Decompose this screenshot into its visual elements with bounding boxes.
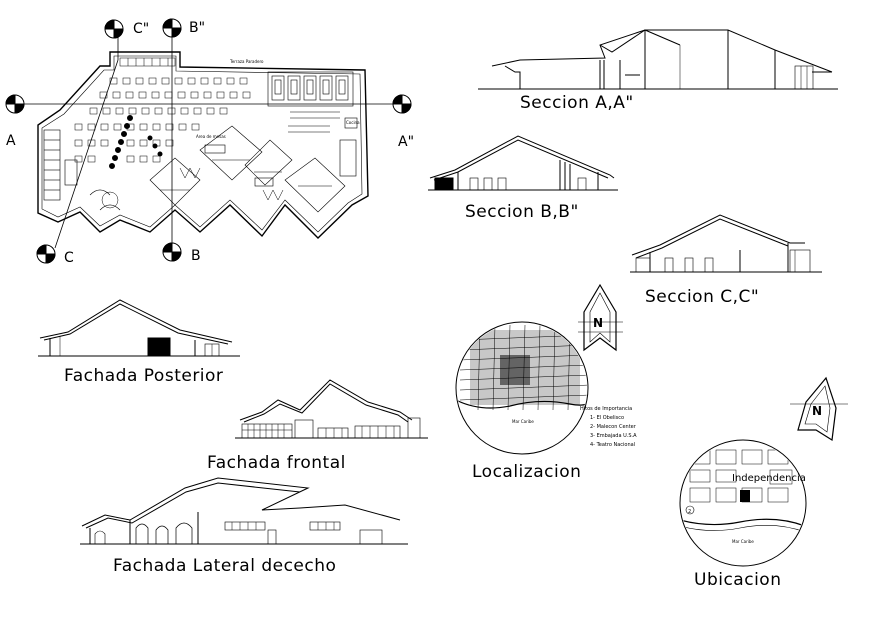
kitchen-block xyxy=(267,71,358,177)
section-marker-b-top xyxy=(162,18,182,38)
seccion-cc-drawing xyxy=(630,214,822,273)
section-mark-c-top: C" xyxy=(133,21,150,37)
legend-item-2: 2- Malecon Center xyxy=(590,424,636,430)
legend-item-1: 1- El Obelisco xyxy=(590,415,625,421)
ubicacion-marker: 2 xyxy=(688,509,691,515)
legend-item-3: 3- Embajada U.S.A xyxy=(590,433,637,439)
seccion-bb-drawing xyxy=(428,135,618,191)
floor-plan: Terraza Paradero Cocina Area de mesas xyxy=(5,18,412,264)
section-marker-a-right xyxy=(392,94,412,114)
diagonal-table-row xyxy=(109,115,163,169)
section-mark-a-right: A" xyxy=(398,134,415,150)
legend-heading: Hitos de Importancia xyxy=(580,406,633,412)
plan-label-zone: Area de mesas xyxy=(196,134,226,139)
section-line-c xyxy=(54,59,119,249)
building-outline xyxy=(37,51,369,239)
title-seccion-bb: Seccion B,B" xyxy=(465,202,579,222)
section-marker-a-left xyxy=(5,94,25,114)
fachada-posterior-drawing xyxy=(38,299,240,357)
section-mark-b-bottom: B xyxy=(191,248,201,264)
service-block xyxy=(43,129,78,201)
plan-label-terrace: Terraza Paradero xyxy=(229,59,264,64)
north-arrow-2-letter: N xyxy=(812,404,823,418)
legend-item-4: 4- Teatro Nacional xyxy=(590,442,636,448)
title-localizacion: Localizacion xyxy=(472,462,582,482)
north-arrow-2 xyxy=(790,376,848,442)
north-arrow-1 xyxy=(578,283,623,352)
fachada-frontal-drawing xyxy=(235,379,428,439)
section-marker-c-bottom xyxy=(36,244,56,264)
bottom-rooms xyxy=(89,125,346,213)
title-ubicacion: Ubicacion xyxy=(694,570,782,590)
localizacion-map: Mar Caribe xyxy=(455,321,589,455)
title-fachada-posterior: Fachada Posterior xyxy=(64,366,224,386)
title-fachada-frontal: Fachada frontal xyxy=(207,453,346,473)
section-marker-b-bottom xyxy=(162,242,182,262)
title-seccion-aa: Seccion A,A" xyxy=(520,93,634,113)
north-arrow-1-letter: N xyxy=(593,316,604,330)
seccion-aa-drawing xyxy=(478,29,838,90)
terrace-furniture xyxy=(119,57,176,67)
section-mark-c-bottom: C xyxy=(64,250,74,266)
ubicacion-sea-label: Mar Caribe xyxy=(732,539,754,544)
localizacion-sea-label: Mar Caribe xyxy=(512,419,534,424)
plan-label-kitchen: Cocina xyxy=(346,120,360,125)
section-marker-c-top xyxy=(104,19,124,39)
section-mark-a-left: A xyxy=(6,133,16,149)
fachada-lateral-drawing xyxy=(80,477,408,545)
title-fachada-lateral: Fachada Lateral dececho xyxy=(113,556,337,576)
section-mark-b-top: B" xyxy=(189,20,206,36)
ubicacion-map: Mar Caribe 2 xyxy=(679,439,807,567)
ubicacion-street-label: Independencia xyxy=(732,473,806,484)
title-seccion-cc: Seccion C,C" xyxy=(645,287,760,307)
dining-tables xyxy=(74,77,251,163)
localizacion-legend: Hitos de Importancia 1- El Obelisco 2- M… xyxy=(580,405,637,450)
